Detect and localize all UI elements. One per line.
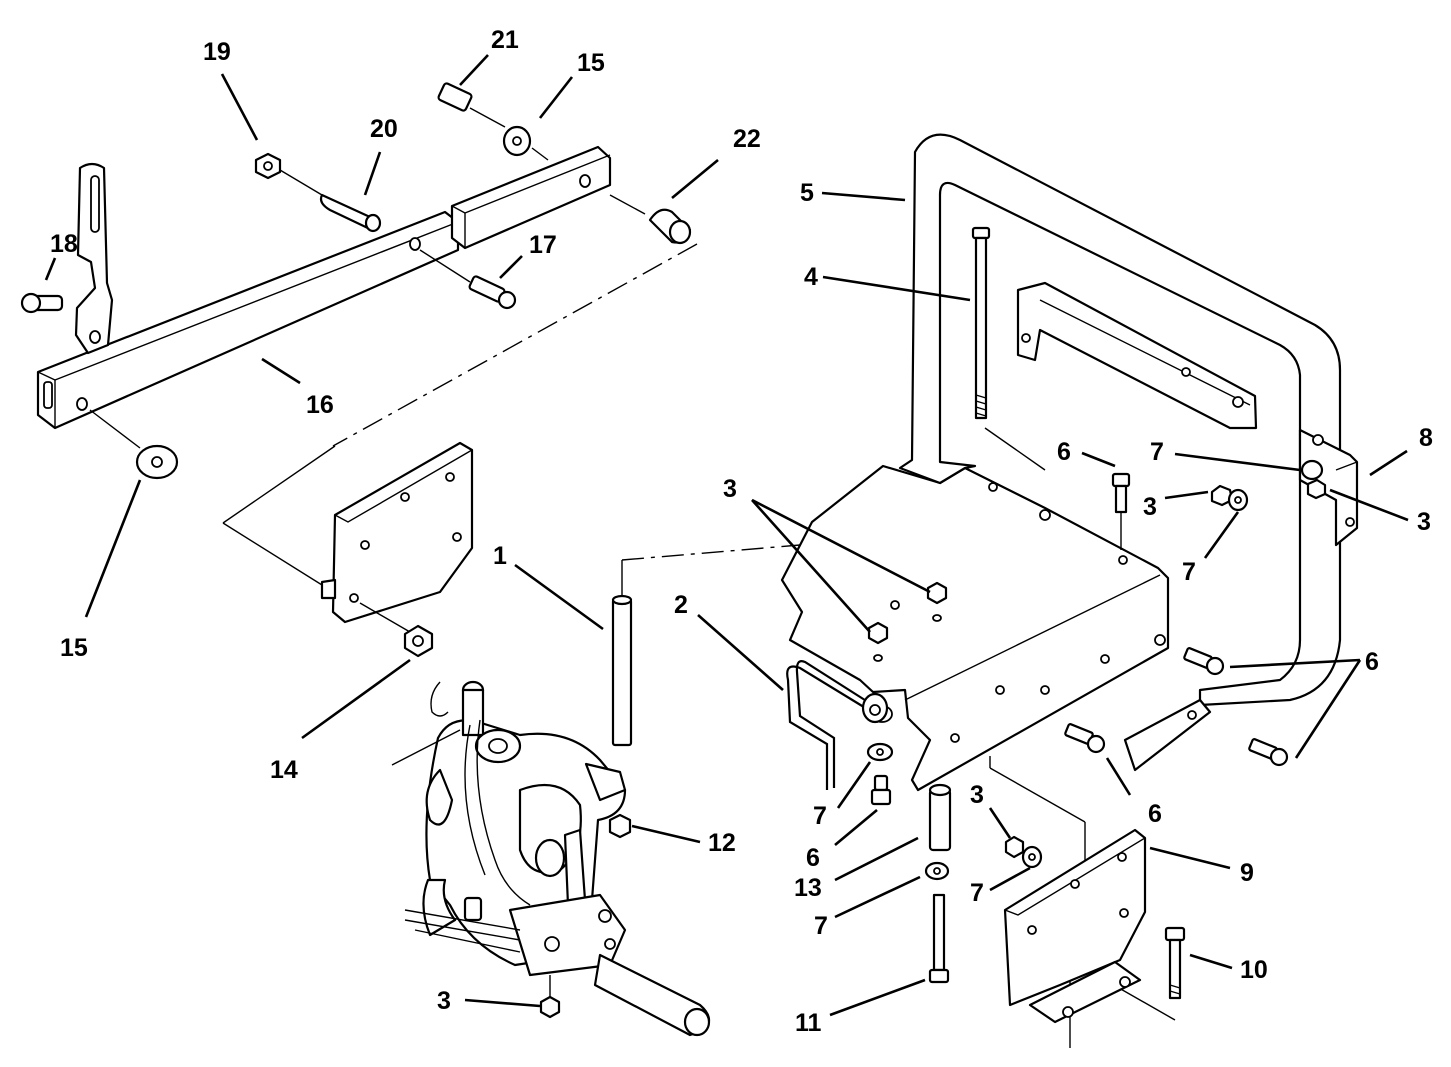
left-mounting-plate (320, 441, 474, 658)
callout-21: 21 (491, 26, 519, 54)
drawbar-assembly (20, 82, 692, 480)
roll-bar (898, 133, 1359, 772)
long-bolt (971, 226, 991, 420)
lift-rod (786, 660, 873, 790)
callout-7-top: 7 (1150, 438, 1164, 466)
callout-9: 9 (1240, 859, 1254, 887)
callout-2: 2 (674, 591, 688, 619)
callout-19: 19 (203, 38, 231, 66)
callout-16: 16 (306, 391, 334, 419)
callout-20: 20 (370, 115, 398, 143)
callout-6-mid: 6 (1148, 800, 1162, 828)
callout-22: 22 (733, 125, 761, 153)
callout-10: 10 (1240, 956, 1268, 984)
pivot-rod (611, 594, 633, 747)
hardware (866, 459, 1327, 984)
callout-11: 11 (795, 1009, 822, 1037)
callout-6-top: 6 (1057, 438, 1071, 466)
callouts: 19 21 15 20 22 18 17 16 15 14 1 2 3 12 3… (50, 26, 1433, 1037)
callout-15-top: 15 (577, 49, 605, 77)
frame-plate (780, 464, 1170, 792)
callout-18: 18 (50, 230, 78, 258)
callout-3-lower: 3 (970, 781, 984, 809)
callout-3-right: 3 (1143, 493, 1157, 521)
callout-6-lower: 6 (806, 844, 820, 872)
leader-lines (44, 54, 1409, 1017)
callout-7-right: 7 (1182, 558, 1196, 586)
callout-3-center: 3 (723, 475, 737, 503)
callout-17: 17 (529, 231, 557, 259)
transaxle-assembly (391, 680, 711, 1037)
callout-7-lower: 7 (814, 912, 828, 940)
callout-12: 12 (708, 829, 736, 857)
callout-7-lower-right: 7 (970, 879, 984, 907)
callout-14: 14 (270, 756, 298, 784)
right-mounting-plate (1003, 828, 1186, 1024)
callout-3-bottom: 3 (437, 987, 451, 1015)
callout-1: 1 (493, 542, 507, 570)
callout-8: 8 (1419, 424, 1433, 452)
callout-7-mid: 7 (813, 802, 827, 830)
callout-3-far-right: 3 (1417, 508, 1431, 536)
callout-13: 13 (794, 874, 822, 902)
callout-5: 5 (800, 179, 814, 207)
callout-4: 4 (804, 263, 818, 291)
callout-6-right: 6 (1365, 648, 1379, 676)
callout-15-left: 15 (60, 634, 88, 662)
